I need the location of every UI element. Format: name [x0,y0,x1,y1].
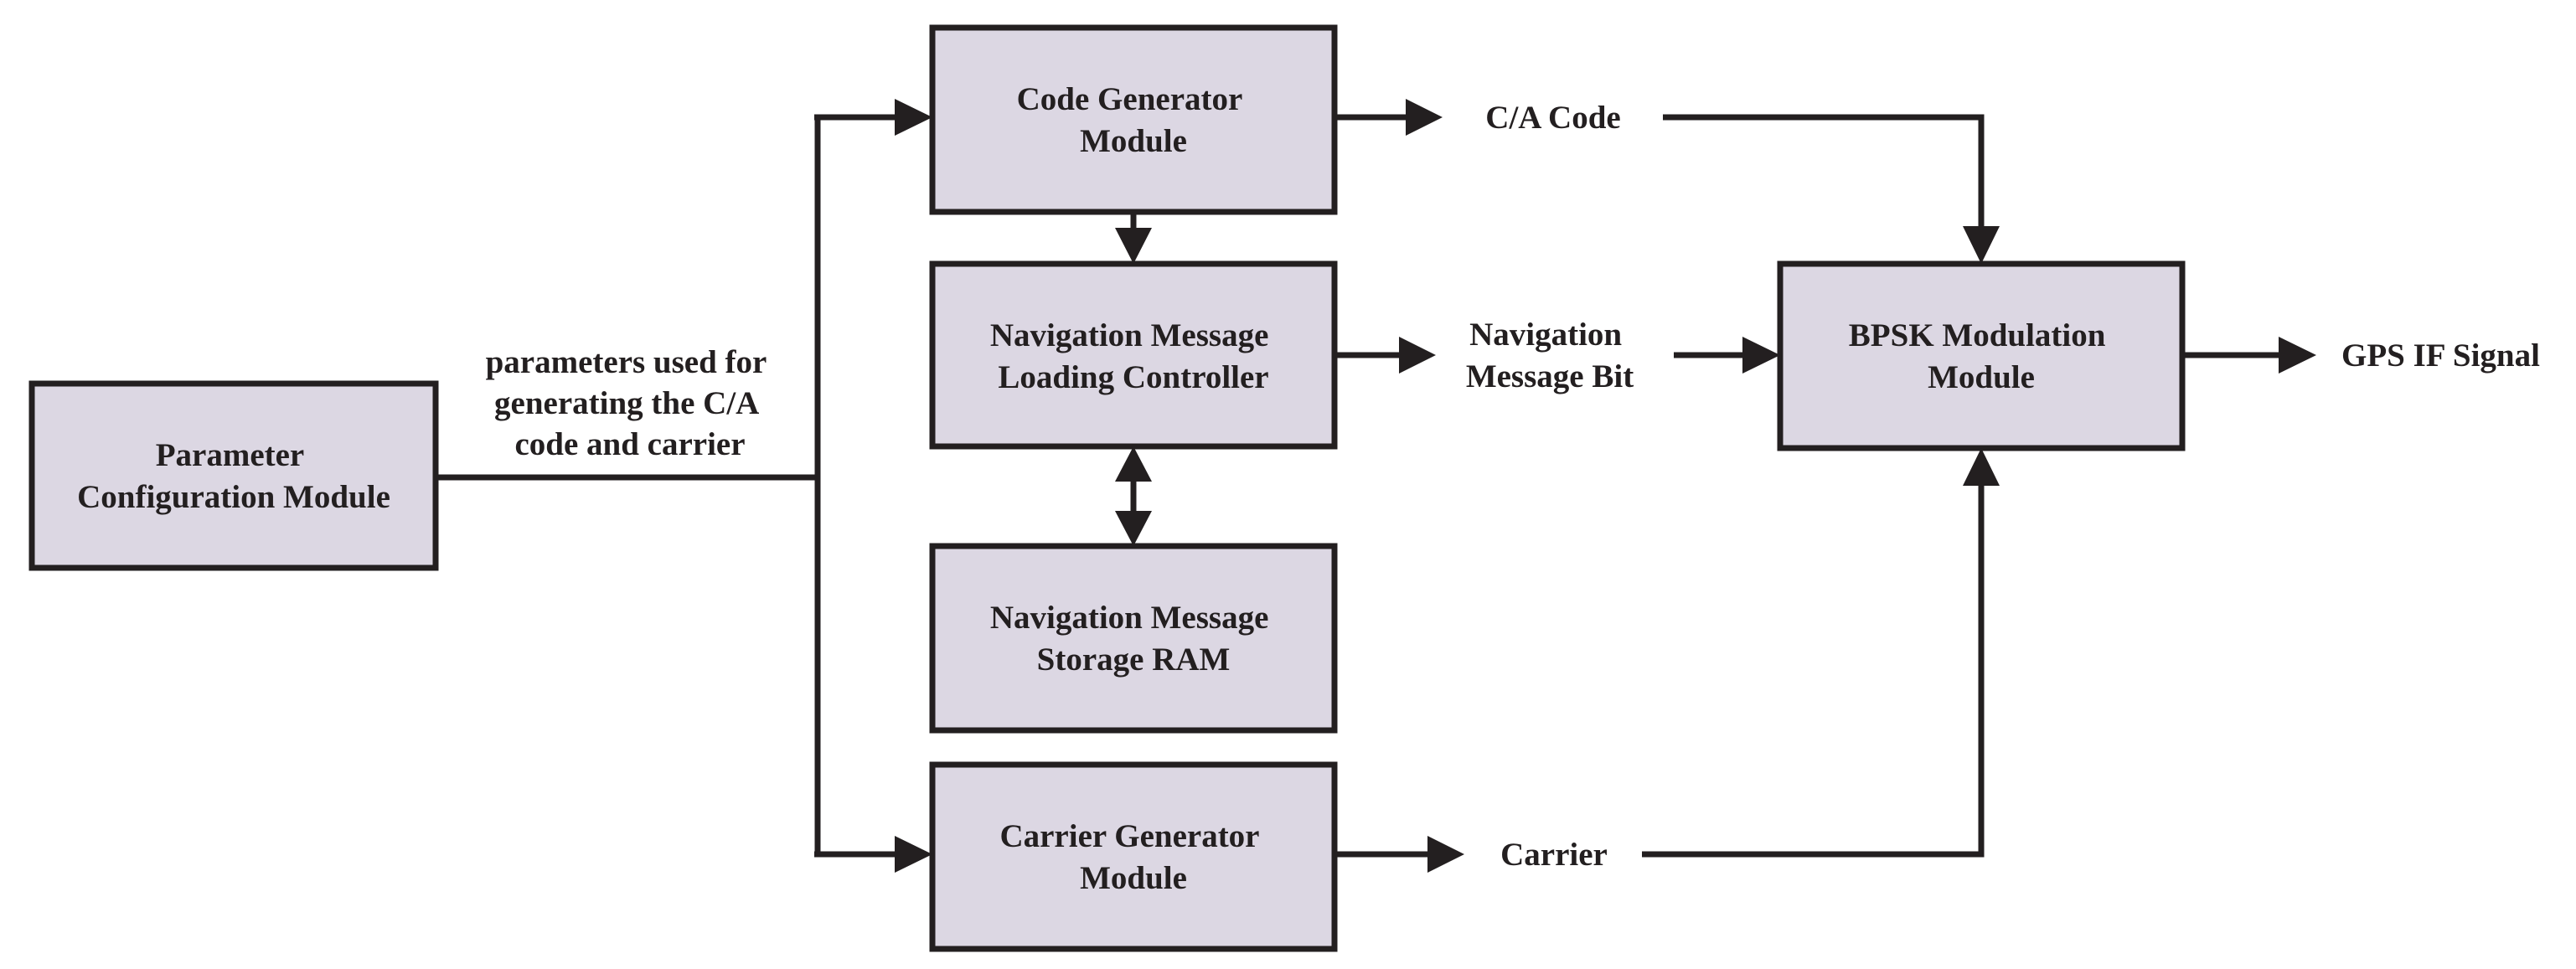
bpsk-modulation-box [1777,260,2186,451]
parameter-configuration-module: Parameter Configuration Module [28,380,439,571]
navigation-message-bit-label-line-2: Message Bit [1466,358,1634,394]
parameter-configuration-label-line-1: Parameter [156,437,304,473]
parameters-label-line-2: generating the C/A [494,385,759,421]
code-generator-label-line-1: Code Generator [1017,81,1242,117]
bpsk-output-arrowhead [2279,337,2316,374]
svg-text:Navigation Message Loadi: Navigation Message Loading Controller [990,317,1277,395]
navigation-loading-output-arrowhead [1399,337,1436,374]
carrier-to-bpsk-arrowhead [1963,448,2000,486]
bpsk-modulation-module: BPSK Modulation Module [1777,260,2186,451]
ca-code-label: C/A Code [1485,100,1620,136]
code-generator-label-line-2: Module [1080,123,1187,159]
navigation-loading-label-line-2: Loading Controller [998,359,1268,395]
svg-text:Code Generator Module: Code Generator Module [1017,81,1251,159]
navigation-storage-down-arrowhead [1115,511,1152,546]
parameters-label-line-1: parameters used for [486,344,767,380]
svg-text:BPSK Modulation Module: BPSK Modulation Module [1849,317,2114,395]
navigation-message-loading-controller: Navigation Message Loading Controller [929,260,1338,450]
navigation-storage-up-arrowhead [1115,446,1152,482]
navigation-message-bit-label-line-1: Navigation [1469,317,1622,353]
carrier-to-bpsk-wire [1642,484,1985,858]
parameters-label-line-3: code and carrier [514,426,745,462]
svg-text:Parameter Configuration: Parameter Configuration Module [77,437,390,515]
carrier-label: Carrier [1500,837,1608,873]
carrier-generator-module: Carrier Generator Module [929,761,1338,952]
ca-code-to-bpsk-wire [1663,114,1985,228]
bpsk-modulation-label-line-1: BPSK Modulation [1849,317,2106,353]
svg-text:Navigation Message Stora: Navigation Message Storage RAM [990,600,1277,678]
navigation-loading-label-line-1: Navigation Message [990,317,1269,353]
parameter-configuration-label-line-2: Configuration Module [77,479,390,515]
code-generator-module: Code Generator Module [929,24,1338,215]
navigation-message-storage-ram: Navigation Message Storage RAM [929,543,1338,734]
ca-code-to-bpsk-arrowhead [1963,226,2000,264]
carrier-generator-label-line-2: Module [1080,860,1187,896]
carrier-generator-output-arrowhead [1427,836,1464,873]
code-generator-box [929,24,1338,215]
navigation-bit-to-bpsk-arrowhead [1742,337,1780,374]
parameters-label: parameters used for generating the C/A c… [486,344,775,462]
bus-to-code-generator-arrowhead [895,99,932,136]
navigation-message-bit-label: Navigation Message Bit [1466,317,1634,394]
navigation-loading-box [929,260,1338,450]
bus-to-carrier-generator-arrowhead [895,836,932,873]
parameter-configuration-box [28,380,439,571]
svg-text:Carrier Generator Module: Carrier Generator Module [999,818,1267,896]
gps-if-signal-label: GPS IF Signal [2341,338,2540,374]
navigation-storage-label-line-2: Storage RAM [1037,642,1231,678]
navigation-storage-box [929,543,1338,734]
carrier-generator-box [929,761,1338,952]
navigation-storage-label-line-1: Navigation Message [990,600,1269,636]
carrier-generator-label-line-1: Carrier Generator [999,818,1259,854]
code-generator-output-arrowhead [1406,99,1443,136]
bpsk-modulation-label-line-2: Module [1928,359,2035,395]
code-to-navigation-arrowhead [1115,228,1152,264]
